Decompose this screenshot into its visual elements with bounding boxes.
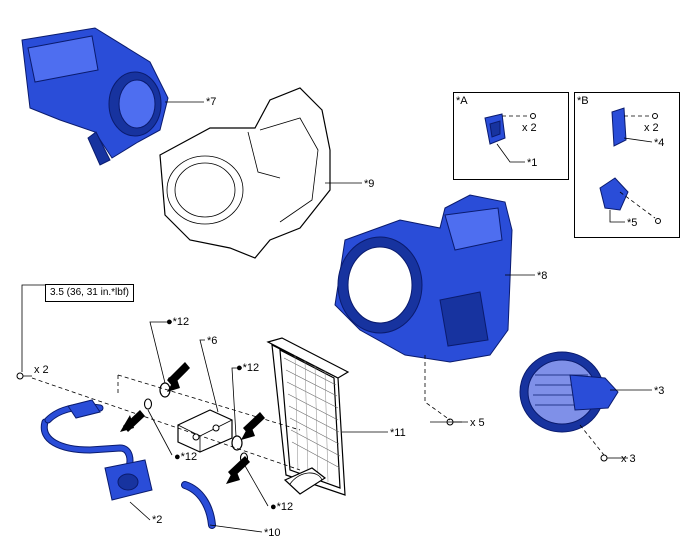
blower-motor-part: [519, 351, 619, 433]
expansion-valve-part: [177, 409, 233, 453]
callout-10: *10: [264, 527, 281, 539]
callout-8: *8: [537, 270, 548, 282]
evaporator-part: [266, 337, 350, 496]
callout-12-upper-right: ●*12: [236, 362, 260, 374]
blower-unit-part: [334, 194, 513, 363]
qty-screws-center: x 5: [470, 417, 485, 429]
inset-b-parts: [599, 107, 661, 224]
callout-12-lower-left: ●*12: [174, 451, 198, 463]
assembly-lines: [31, 355, 605, 471]
callout-9: *9: [364, 178, 375, 190]
callout-12-lower-right: ●*12: [270, 501, 294, 513]
drain-hose-part: [181, 481, 216, 529]
inset-b-frame: [574, 92, 680, 238]
inset-a-parts: [484, 113, 536, 163]
callout-3: *3: [654, 385, 665, 397]
callout-5: *5: [627, 217, 638, 229]
install-arrows: [120, 362, 265, 484]
qty-screws-left: x 2: [34, 364, 49, 376]
inset-a-qty: x 2: [522, 122, 537, 134]
torque-spec-box: 3.5 (36, 31 in.*lbf): [45, 284, 134, 302]
inset-b-title: *B: [577, 95, 589, 107]
callout-7: *7: [206, 96, 217, 108]
cooler-pipe-part: [40, 399, 153, 501]
inset-a-frame: [453, 92, 569, 180]
qty-screws-motor: x 3: [621, 453, 636, 465]
blower-case-part: [159, 87, 331, 259]
callout-2: *2: [152, 514, 163, 526]
callout-12-upper-left: ●*12: [166, 316, 190, 328]
blower-duct-part: [21, 27, 169, 166]
callout-11: *11: [390, 427, 406, 439]
callout-1: *1: [527, 157, 538, 169]
callout-6: *6: [207, 335, 218, 347]
callout-4: *4: [654, 137, 665, 149]
inset-a-title: *A: [456, 95, 468, 107]
inset-b-qty: x 2: [644, 122, 659, 134]
leader-lines: [21, 101, 652, 533]
